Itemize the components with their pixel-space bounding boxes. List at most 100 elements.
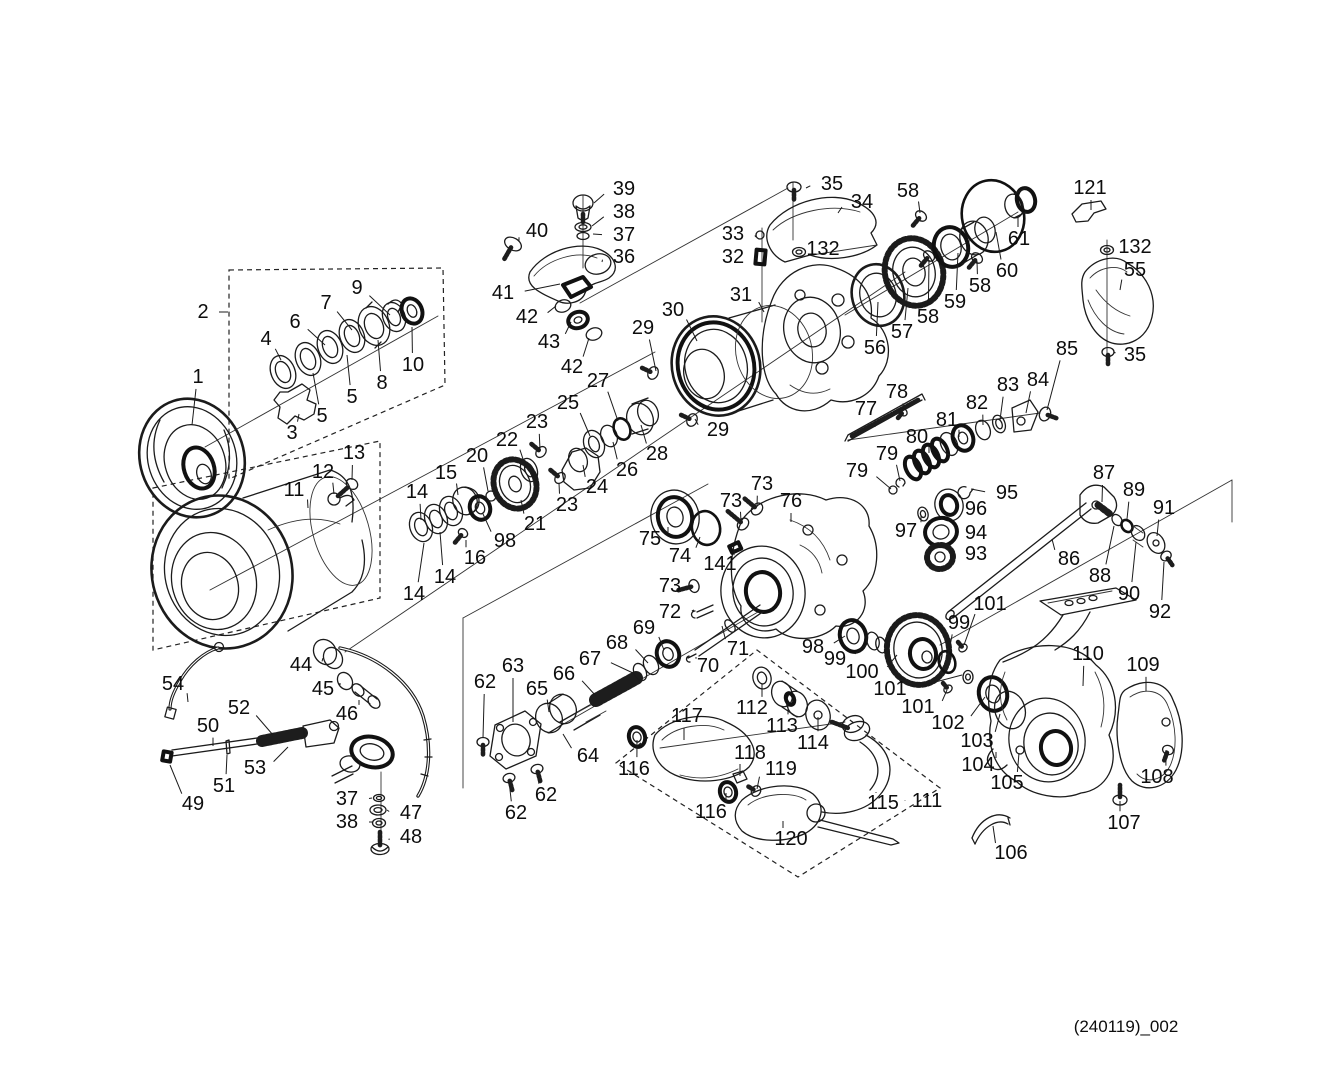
antireverse-group [917, 486, 974, 573]
part-label-20: 20 [466, 445, 488, 467]
leader-line-58 [918, 201, 921, 214]
leader-line-24 [582, 464, 586, 477]
leader-line-5 [312, 372, 320, 405]
leader-line-85 [1046, 360, 1061, 411]
part-label-2: 2 [197, 301, 208, 323]
part-label-72: 72 [659, 601, 681, 623]
cover-55-group [1071, 200, 1154, 367]
part-label-76: 76 [780, 490, 802, 512]
leader-line-88 [1105, 525, 1115, 565]
part-label-109: 109 [1126, 654, 1159, 676]
spool-shim-stack [408, 486, 497, 546]
part-label-27: 27 [587, 370, 609, 392]
part-label-57: 57 [891, 321, 913, 343]
part-label-108: 108 [1140, 766, 1173, 788]
part-label-31: 31 [730, 284, 752, 306]
part-label-62: 62 [505, 802, 527, 824]
part-label-111: 111 [912, 790, 942, 812]
leader-line-52 [255, 715, 274, 736]
part-label-9: 9 [351, 277, 362, 299]
part-label-119: 119 [765, 758, 797, 780]
main-shaft-group [945, 484, 1175, 621]
part-label-41: 41 [492, 282, 514, 304]
part-label-82: 82 [966, 392, 988, 414]
part-label-112: 112 [736, 697, 768, 719]
leader-line-27 [607, 391, 619, 422]
part-label-44: 44 [290, 654, 312, 676]
part-label-132: 132 [806, 238, 839, 260]
leader-line-37 [592, 233, 603, 236]
rotor-30-31 [639, 264, 890, 427]
leader-line-64 [562, 733, 572, 749]
part-label-48: 48 [400, 826, 422, 848]
part-label-34: 34 [851, 191, 873, 213]
clutch-gear-group [850, 178, 1038, 328]
leader-line-71 [721, 625, 726, 640]
leader-line-98 [833, 635, 846, 644]
part-label-60: 60 [996, 260, 1018, 282]
leader-line-62 [508, 780, 512, 802]
leader-line-102 [970, 696, 986, 717]
handle-screw-cap-36 [501, 194, 616, 341]
part-label-29: 29 [707, 419, 729, 441]
leader-line-14 [419, 503, 422, 521]
part-label-132: 132 [1118, 236, 1151, 258]
leader-line-4 [274, 348, 282, 361]
leader-line-25 [579, 412, 591, 437]
part-label-37: 37 [336, 788, 358, 810]
part-label-23: 23 [556, 494, 578, 516]
leader-line-14 [439, 531, 444, 566]
part-label-80: 80 [906, 426, 928, 448]
part-label-28: 28 [646, 443, 668, 465]
reel-body-110 [971, 587, 1183, 845]
leader-line-79 [896, 464, 901, 482]
part-label-70: 70 [697, 655, 719, 677]
part-label-95: 95 [996, 482, 1018, 504]
part-label-11: 11 [284, 479, 305, 501]
leader-line-20 [483, 467, 489, 492]
part-label-38: 38 [613, 201, 635, 223]
part-label-81: 81 [936, 409, 958, 431]
leader-line-11 [307, 499, 309, 509]
leader-line-93 [952, 554, 955, 557]
leader-line-100 [886, 654, 898, 668]
leader-line-29 [694, 418, 699, 426]
leader-line-72 [691, 609, 695, 612]
leader-line-87 [1101, 484, 1103, 503]
part-label-38: 38 [336, 811, 358, 833]
leader-line-39 [593, 193, 605, 204]
leader-line-59 [955, 252, 959, 291]
part-label-78: 78 [886, 381, 908, 403]
part-labels-layer: 1234556789101112131414141516202122232324… [162, 173, 1175, 864]
leader-line-35 [805, 185, 811, 189]
part-label-47: 47 [400, 802, 422, 824]
part-label-58: 58 [969, 275, 991, 297]
part-label-10: 10 [402, 354, 424, 376]
leader-line-101 [941, 689, 948, 702]
part-label-101: 101 [973, 593, 1006, 615]
leader-line-42 [547, 305, 557, 314]
part-label-6: 6 [289, 311, 300, 333]
part-label-88: 88 [1089, 565, 1111, 587]
part-label-73: 73 [720, 490, 742, 512]
leader-line-49 [169, 764, 183, 794]
part-label-100: 100 [845, 661, 878, 683]
part-label-24: 24 [586, 476, 608, 498]
doc-code: (240119)_002 [1074, 1017, 1179, 1036]
bail-assembly [160, 638, 433, 798]
leader-line-99 [854, 643, 868, 655]
part-label-77: 77 [855, 398, 877, 420]
part-label-73: 73 [751, 473, 773, 495]
leader-line-60 [995, 231, 1002, 260]
construction-lines [204, 181, 1233, 837]
part-label-61: 61 [1008, 228, 1030, 250]
part-label-97: 97 [895, 520, 917, 542]
part-label-141: 141 [703, 553, 736, 575]
part-label-98: 98 [802, 636, 824, 658]
part-label-113: 113 [766, 715, 798, 737]
part-label-99: 99 [948, 612, 970, 634]
part-label-62: 62 [535, 784, 557, 806]
leader-line-105 [1016, 752, 1020, 772]
